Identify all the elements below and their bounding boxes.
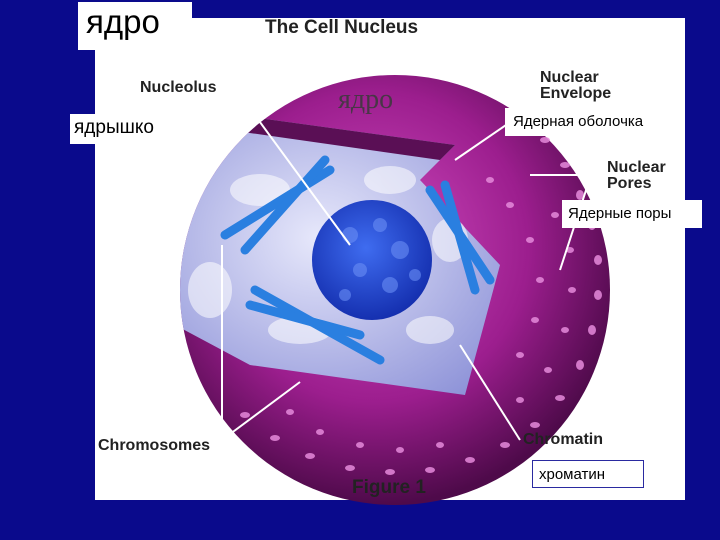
- ghost-nucleus-word: ядро: [338, 84, 393, 116]
- figure-title: The Cell Nucleus: [265, 20, 418, 36]
- label-chromosomes-en: Chromosomes: [98, 438, 210, 454]
- label-pores-en: Nuclear Pores: [607, 160, 697, 192]
- label-envelope-ru: Ядерная оболочка: [505, 108, 685, 136]
- figure-caption: Figure 1: [352, 480, 426, 496]
- label-chromatin-ru: хроматин: [532, 460, 644, 488]
- slide-title: ядро: [78, 2, 192, 50]
- label-pores-ru: Ядерные поры: [562, 200, 702, 228]
- label-envelope-en: Nuclear Envelope: [540, 70, 650, 102]
- label-chromatin-en: Chromatin: [523, 432, 603, 448]
- label-nucleolus-ru: ядрышко: [70, 114, 216, 144]
- label-nucleolus-en: Nucleolus: [140, 80, 216, 96]
